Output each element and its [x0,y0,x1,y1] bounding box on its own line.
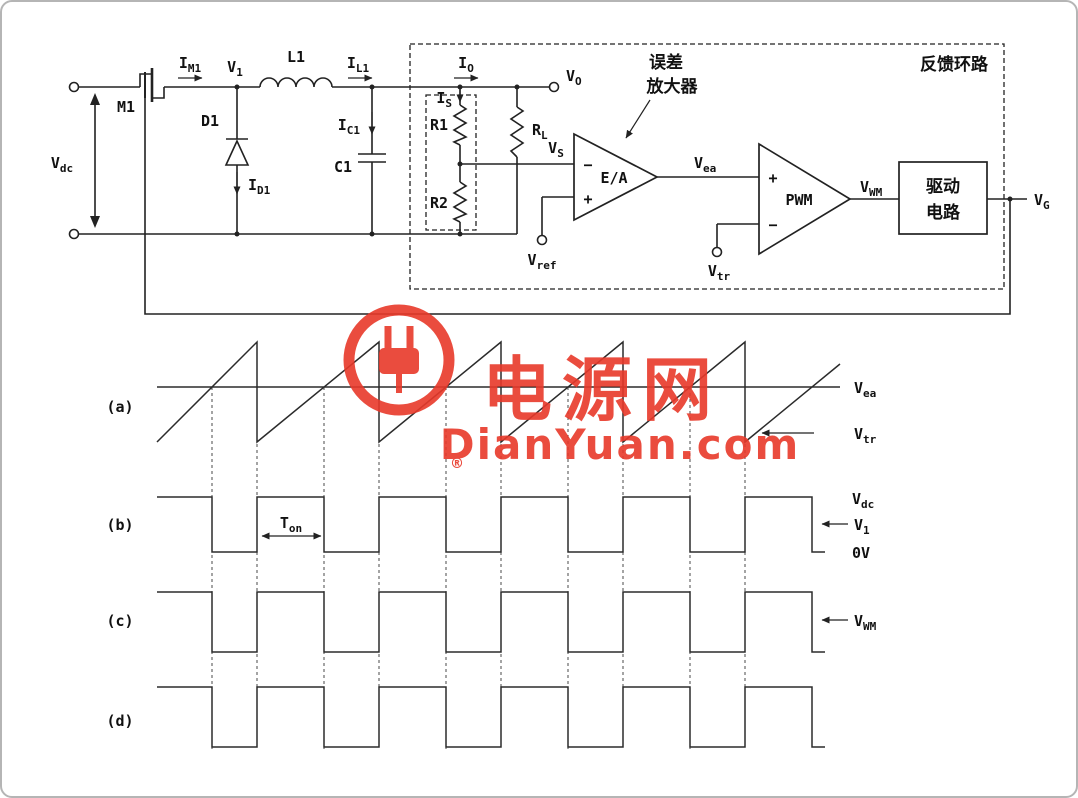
sense-divider-box [425,94,477,231]
wave-label-0v: 0V [852,544,870,562]
row-d-label: (d) [106,712,133,730]
pwm-label: PWM [785,191,812,209]
wave-label-vea: Vea [854,379,876,400]
label-v1: V1 [227,58,243,79]
error-amp-caption: 误差 放大器 [625,52,699,139]
label-id1: ID1 [248,176,271,197]
vdc-arrow-up-icon [90,93,100,105]
pwm-plus-sign: + [768,169,777,187]
feedback-loop-box [409,43,1005,290]
label-vs: VS [548,139,564,160]
gate-feedback-wire [144,98,1011,315]
wave-label-vdc: Vdc [852,490,874,511]
label-il1: IL1 [347,54,370,75]
vtr-terminal-icon [711,246,723,258]
waveform-row-b: (b) Ton Vdc V1 0V [106,490,874,562]
label-rl: RL [532,121,548,142]
label-is: IS [436,89,452,110]
capacitor-c1: C1 IC1 [334,112,386,176]
caption-pointer-arrow-icon [625,99,651,139]
mosfet-m1: M1 [117,68,165,116]
label-vo: VO [566,67,582,88]
error-amplifier: − + E/A [573,132,659,222]
label-vtr: Vtr [708,262,731,283]
vo-terminal-icon [548,81,560,93]
row-c-label: (c) [106,612,133,630]
row-a-label: (a) [106,398,133,416]
label-im1: IM1 [179,54,202,75]
vtr-terminal: Vtr [708,246,731,283]
error-amp-caption-line1: 误差 [649,52,683,73]
timing-dashes-crossings [211,387,691,749]
waveform-row-d: (d) [106,686,825,748]
label-ton: Ton [280,514,302,535]
wave-label-v1: V1 [854,516,870,537]
square-wave-v1 [157,496,825,553]
label-r1: R1 [430,116,448,134]
label-vref: Vref [528,251,557,272]
plug-logo-icon [343,304,455,416]
label-r2: R2 [430,194,448,212]
vref-terminal-icon [536,234,548,246]
ea-label: E/A [600,169,627,187]
pwm-minus-sign: − [768,216,777,234]
ea-plus-sign: + [583,190,592,208]
watermark: 电源网 DianYuan.com ® [343,304,800,472]
label-vdc: Vdc [51,154,73,175]
pwm-comparator: + − PWM [758,142,852,256]
timing-waveforms: (a) Vea Vtr (b) Ton Vdc V1 0V (c) VWM [106,340,877,749]
row-b-label: (b) [106,516,133,534]
waveform-row-c: (c) VWM [106,591,877,653]
wave-label-vwm: VWM [854,612,877,633]
driver-label-line1: 驱动 [926,177,960,197]
label-vea: Vea [694,154,716,175]
wave-label-vtr: Vtr [854,425,877,446]
resistor-r1 [452,104,468,146]
label-c1: C1 [334,158,352,176]
label-l1: L1 [287,48,305,66]
square-wave-d [157,686,825,748]
watermark-brand: 电源网 [482,349,722,431]
input-terminal-bottom-icon [68,228,80,240]
resistor-rl [509,106,525,158]
label-io: IO [458,54,474,75]
label-m1: M1 [117,98,135,116]
vdc-source: Vdc [51,93,100,228]
vo-terminal: VO [548,67,582,93]
diode-d1: D1 ID1 [201,112,271,197]
junction-dots [234,84,1013,237]
vref-terminal: Vref [528,234,557,272]
sawtooth-vtr [156,340,841,444]
error-amp-caption-line2: 放大器 [646,76,699,97]
driver-box: 驱动 电路 [898,161,988,235]
label-ic1: IC1 [338,116,361,137]
circuit-schematic: 反馈环路 Vdc [51,43,1050,315]
watermark-registered-icon: ® [450,456,464,472]
wires [74,86,1027,247]
driver-label-line2: 电路 [926,202,961,223]
sense-divider: IS R1 R2 [430,89,468,223]
resistor-r2 [452,181,468,223]
current-arrows: IM1 IL1 IO [178,54,479,82]
label-vwm: VWM [860,178,883,199]
label-vg: VG [1034,191,1050,212]
vdc-arrow-down-icon [90,216,100,228]
load-resistor: RL [509,106,548,158]
feedback-loop-caption: 反馈环路 [920,54,989,75]
watermark-domain: DianYuan.com [440,420,800,469]
ea-minus-sign: − [583,156,592,174]
label-d1: D1 [201,112,219,130]
waveform-row-a: (a) Vea Vtr [106,340,877,446]
input-terminal-top-icon [68,81,80,93]
square-wave-vwm [157,591,825,653]
inductor-l1: L1 [259,48,333,88]
